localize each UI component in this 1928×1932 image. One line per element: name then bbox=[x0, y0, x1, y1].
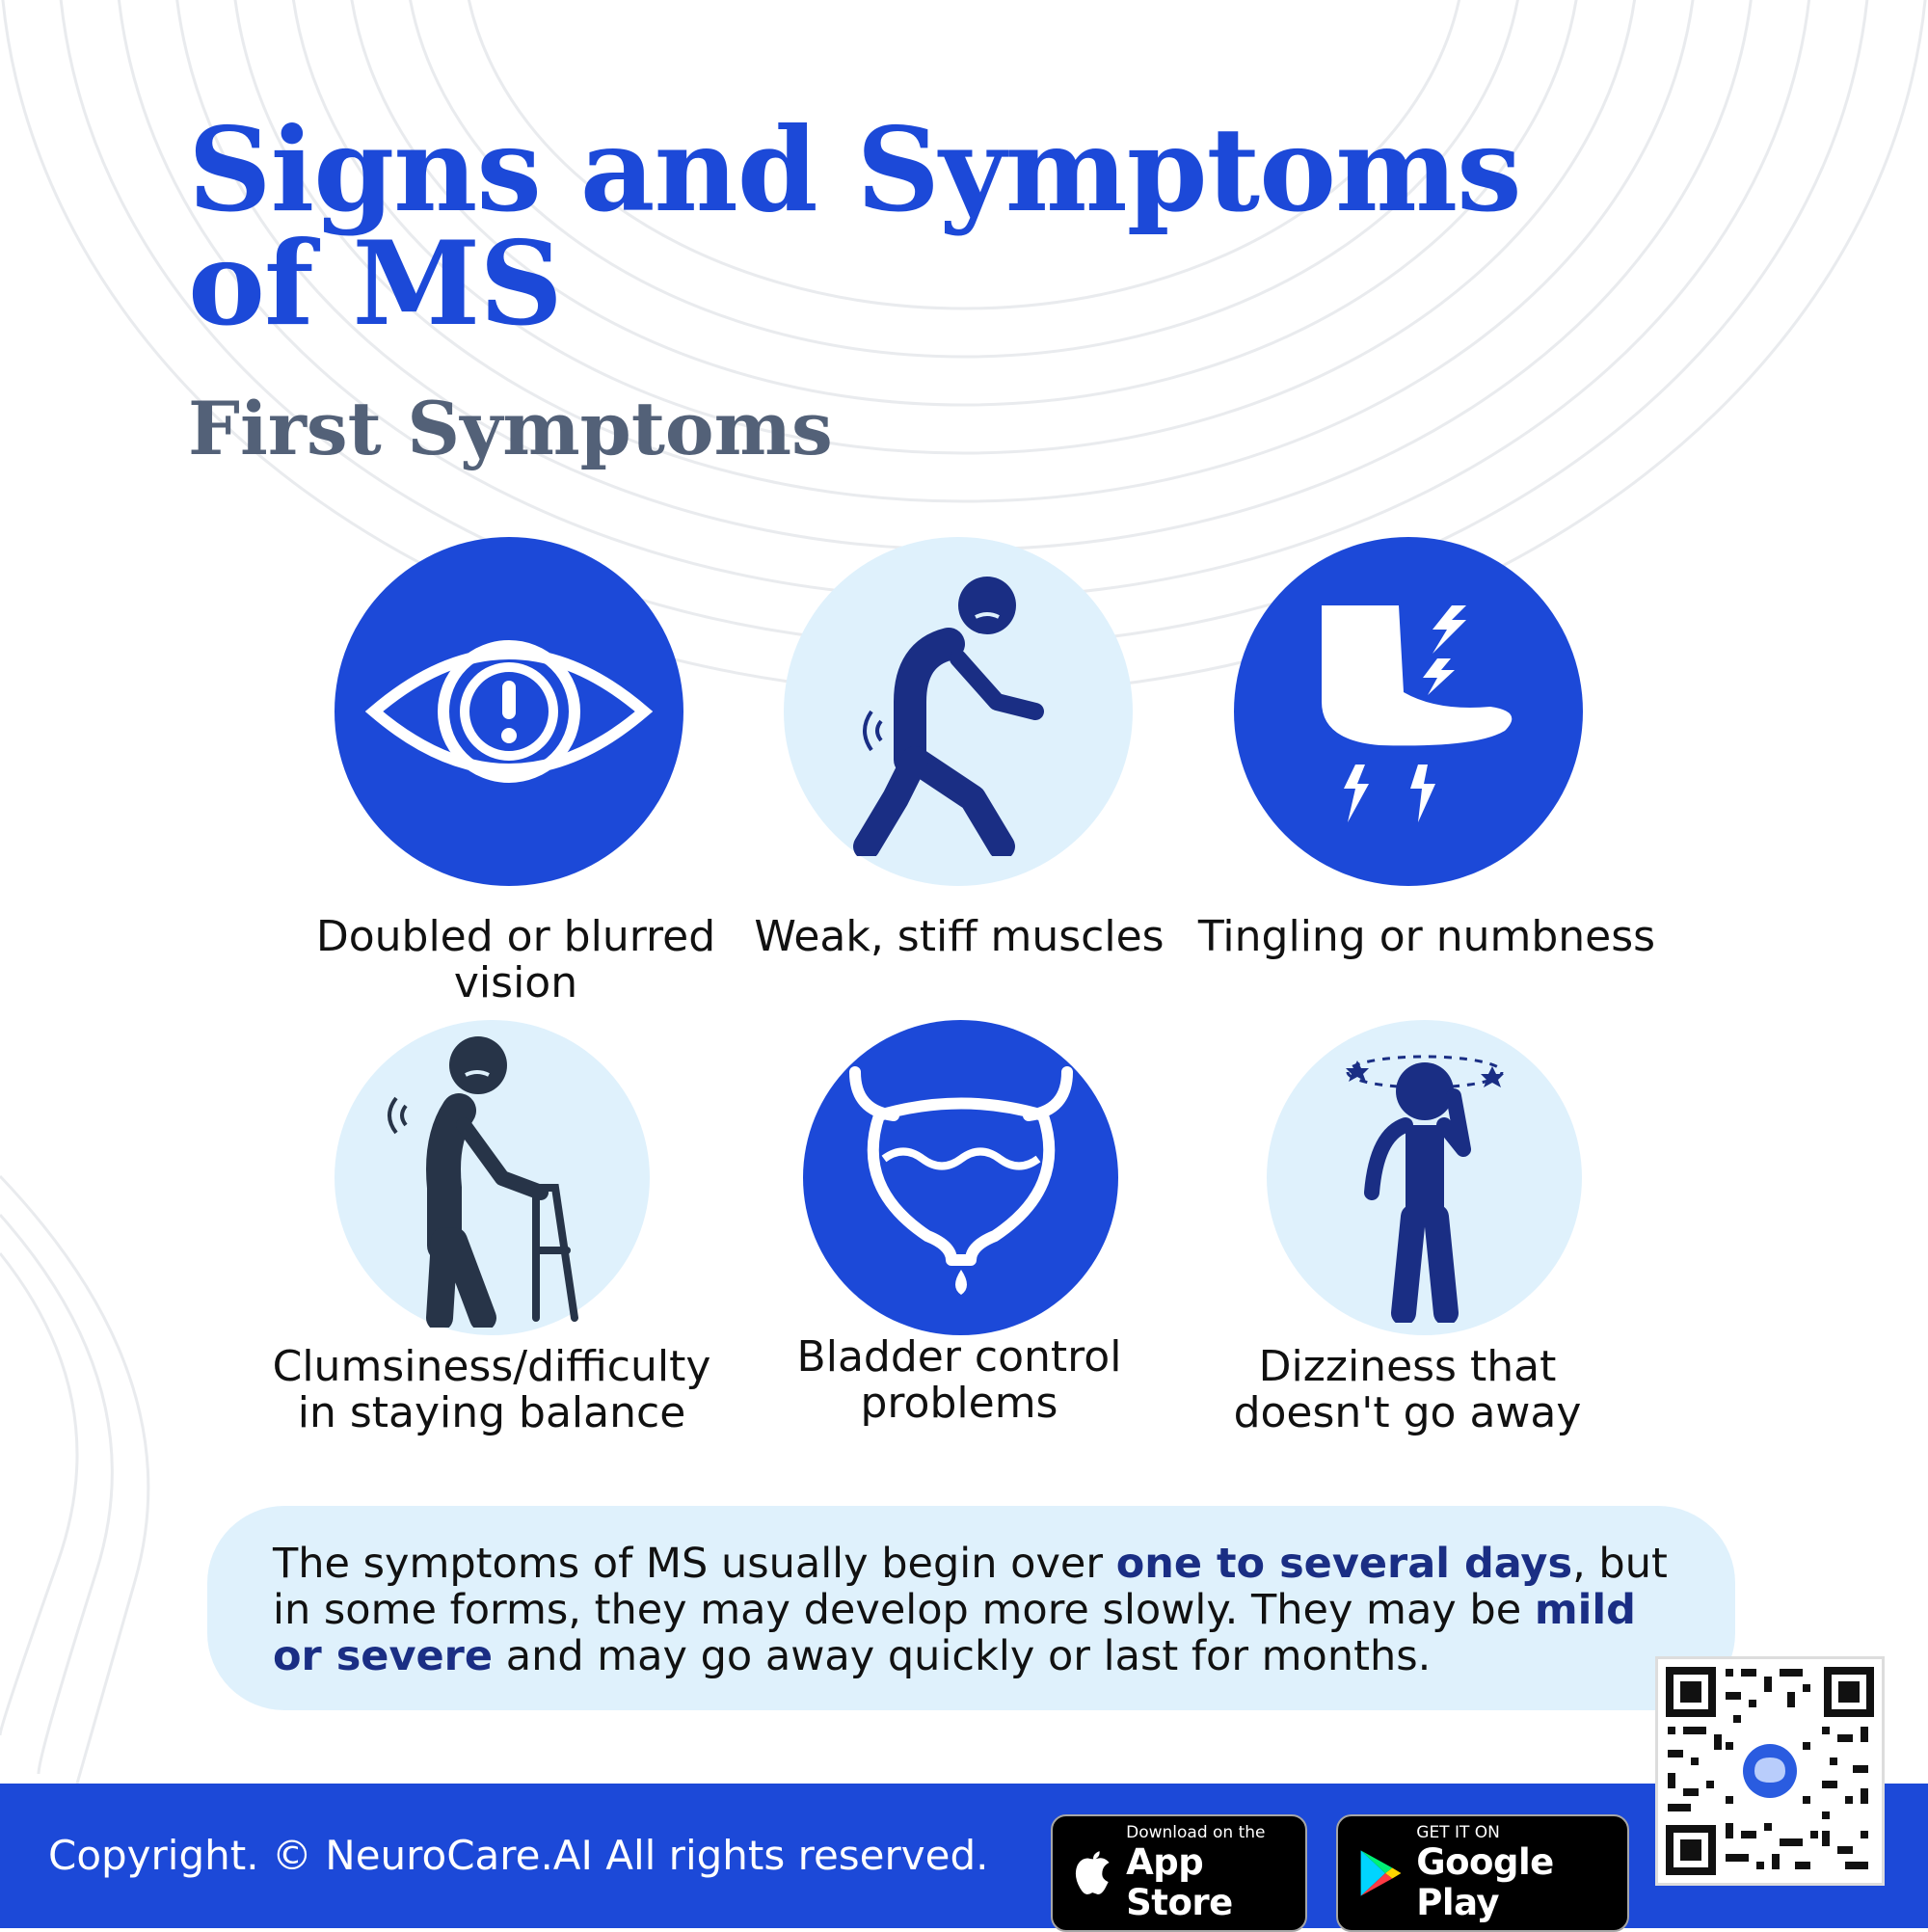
symptom-label-bladder: Bladder control problems bbox=[796, 1332, 1122, 1428]
copyright-text: Copyright. © NeuroCare.AI All rights res… bbox=[48, 1832, 989, 1879]
qr-pattern bbox=[1666, 1667, 1874, 1875]
qr-code[interactable] bbox=[1655, 1656, 1885, 1886]
app-store-small-text: Download on the bbox=[1126, 1823, 1266, 1842]
info-text-highlight-1: one to several days bbox=[1115, 1540, 1573, 1588]
google-play-big-text: Google Play bbox=[1416, 1841, 1554, 1923]
dizzy-person-icon bbox=[1345, 1055, 1504, 1323]
symptom-vision-circle bbox=[335, 537, 683, 886]
info-text-part3: and may go away quickly or last for mont… bbox=[493, 1632, 1432, 1680]
person-walker-icon bbox=[387, 1035, 578, 1328]
symptom-bladder-circle bbox=[803, 1020, 1118, 1335]
weak-person-icon bbox=[853, 577, 1044, 856]
info-text: The symptoms of MS usually begin over on… bbox=[273, 1541, 1680, 1679]
google-play-icon bbox=[1360, 1850, 1402, 1896]
google-play-small-text: GET IT ON bbox=[1416, 1823, 1500, 1842]
symptom-label-dizziness: Dizziness that doesn't go away bbox=[1233, 1342, 1582, 1437]
info-box bbox=[207, 1506, 1735, 1710]
apple-icon bbox=[1075, 1851, 1110, 1894]
symptom-label-muscles: Weak, stiff muscles bbox=[754, 912, 1165, 961]
symptom-label-balance: Clumsiness/difficulty in staying balance bbox=[272, 1342, 711, 1437]
foot-tingling-icon bbox=[1322, 605, 1513, 822]
page-subtitle: First Symptoms bbox=[188, 386, 833, 471]
app-store-big-text: App Store bbox=[1126, 1841, 1233, 1923]
info-text-highlight-2: mild or severe bbox=[273, 1586, 1636, 1680]
page-title: Signs and Symptoms of MS bbox=[188, 102, 1522, 352]
symptom-label-vision: Doubled or blurred vision bbox=[315, 912, 716, 1007]
bladder-icon bbox=[848, 1065, 1073, 1295]
eye-alert-icon bbox=[364, 640, 654, 783]
symptom-label-tingling: Tingling or numbness bbox=[1197, 912, 1656, 961]
info-text-part2: , but in some forms, they may develop mo… bbox=[273, 1540, 1668, 1634]
symptom-tingling-circle bbox=[1234, 537, 1583, 886]
symptom-balance-circle bbox=[335, 1020, 650, 1335]
symptom-dizziness-circle bbox=[1267, 1020, 1582, 1335]
symptom-muscles-circle bbox=[784, 537, 1133, 886]
info-text-part1: The symptoms of MS usually begin over bbox=[273, 1540, 1116, 1588]
google-play-button[interactable]: GET IT ON Google Play bbox=[1336, 1814, 1629, 1932]
app-store-button[interactable]: Download on the App Store bbox=[1051, 1814, 1307, 1932]
